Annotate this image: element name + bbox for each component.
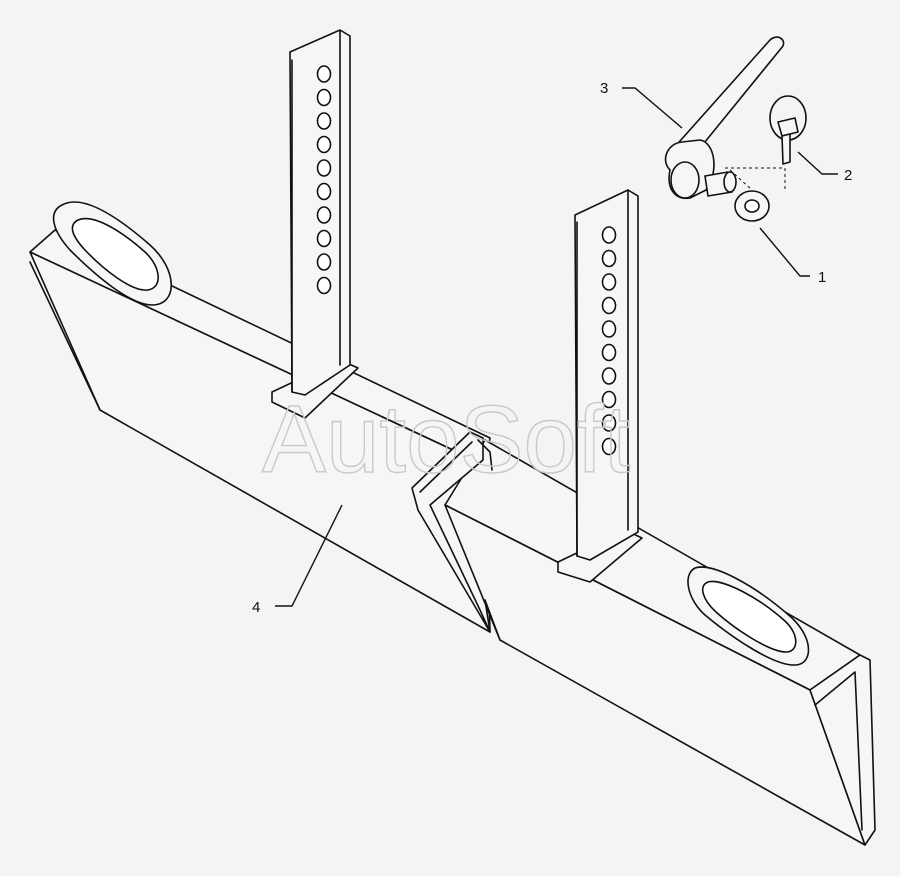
post-hole xyxy=(316,88,332,107)
callout-2: 2 xyxy=(844,167,852,184)
post-hole xyxy=(601,390,617,409)
post-hole xyxy=(601,367,617,385)
left-end-loop xyxy=(52,201,173,306)
right-end-loop xyxy=(687,566,810,666)
post-hole xyxy=(316,253,332,271)
leader-lines xyxy=(275,87,838,607)
post-hole xyxy=(316,159,332,177)
post-hole xyxy=(601,414,617,432)
callout-3: 3 xyxy=(600,80,608,97)
right-post-holes xyxy=(601,226,617,456)
post-hole xyxy=(316,229,332,248)
callout-4: 4 xyxy=(252,599,260,616)
post-hole xyxy=(316,276,332,295)
post-hole xyxy=(601,226,617,244)
post-hole xyxy=(601,343,617,362)
callout-1: 1 xyxy=(818,269,826,286)
post-hole xyxy=(601,249,617,268)
post-hole xyxy=(316,112,332,130)
washer xyxy=(734,190,770,222)
post-hole xyxy=(601,296,617,315)
post-hole xyxy=(316,206,332,224)
post-hole xyxy=(601,273,617,291)
right-upright-post xyxy=(557,189,643,583)
alignment-dashes xyxy=(725,167,786,191)
watermark: AutoSoft xyxy=(262,386,630,493)
post-hole xyxy=(316,182,332,201)
center-joint xyxy=(411,431,493,633)
l-pin xyxy=(664,36,785,199)
post-hole xyxy=(601,437,617,456)
left-upright-post xyxy=(271,29,359,419)
post-hole xyxy=(601,320,617,338)
retaining-pin xyxy=(769,95,807,165)
post-hole xyxy=(316,65,332,83)
left-post-holes xyxy=(316,65,332,295)
post-hole xyxy=(316,135,332,154)
